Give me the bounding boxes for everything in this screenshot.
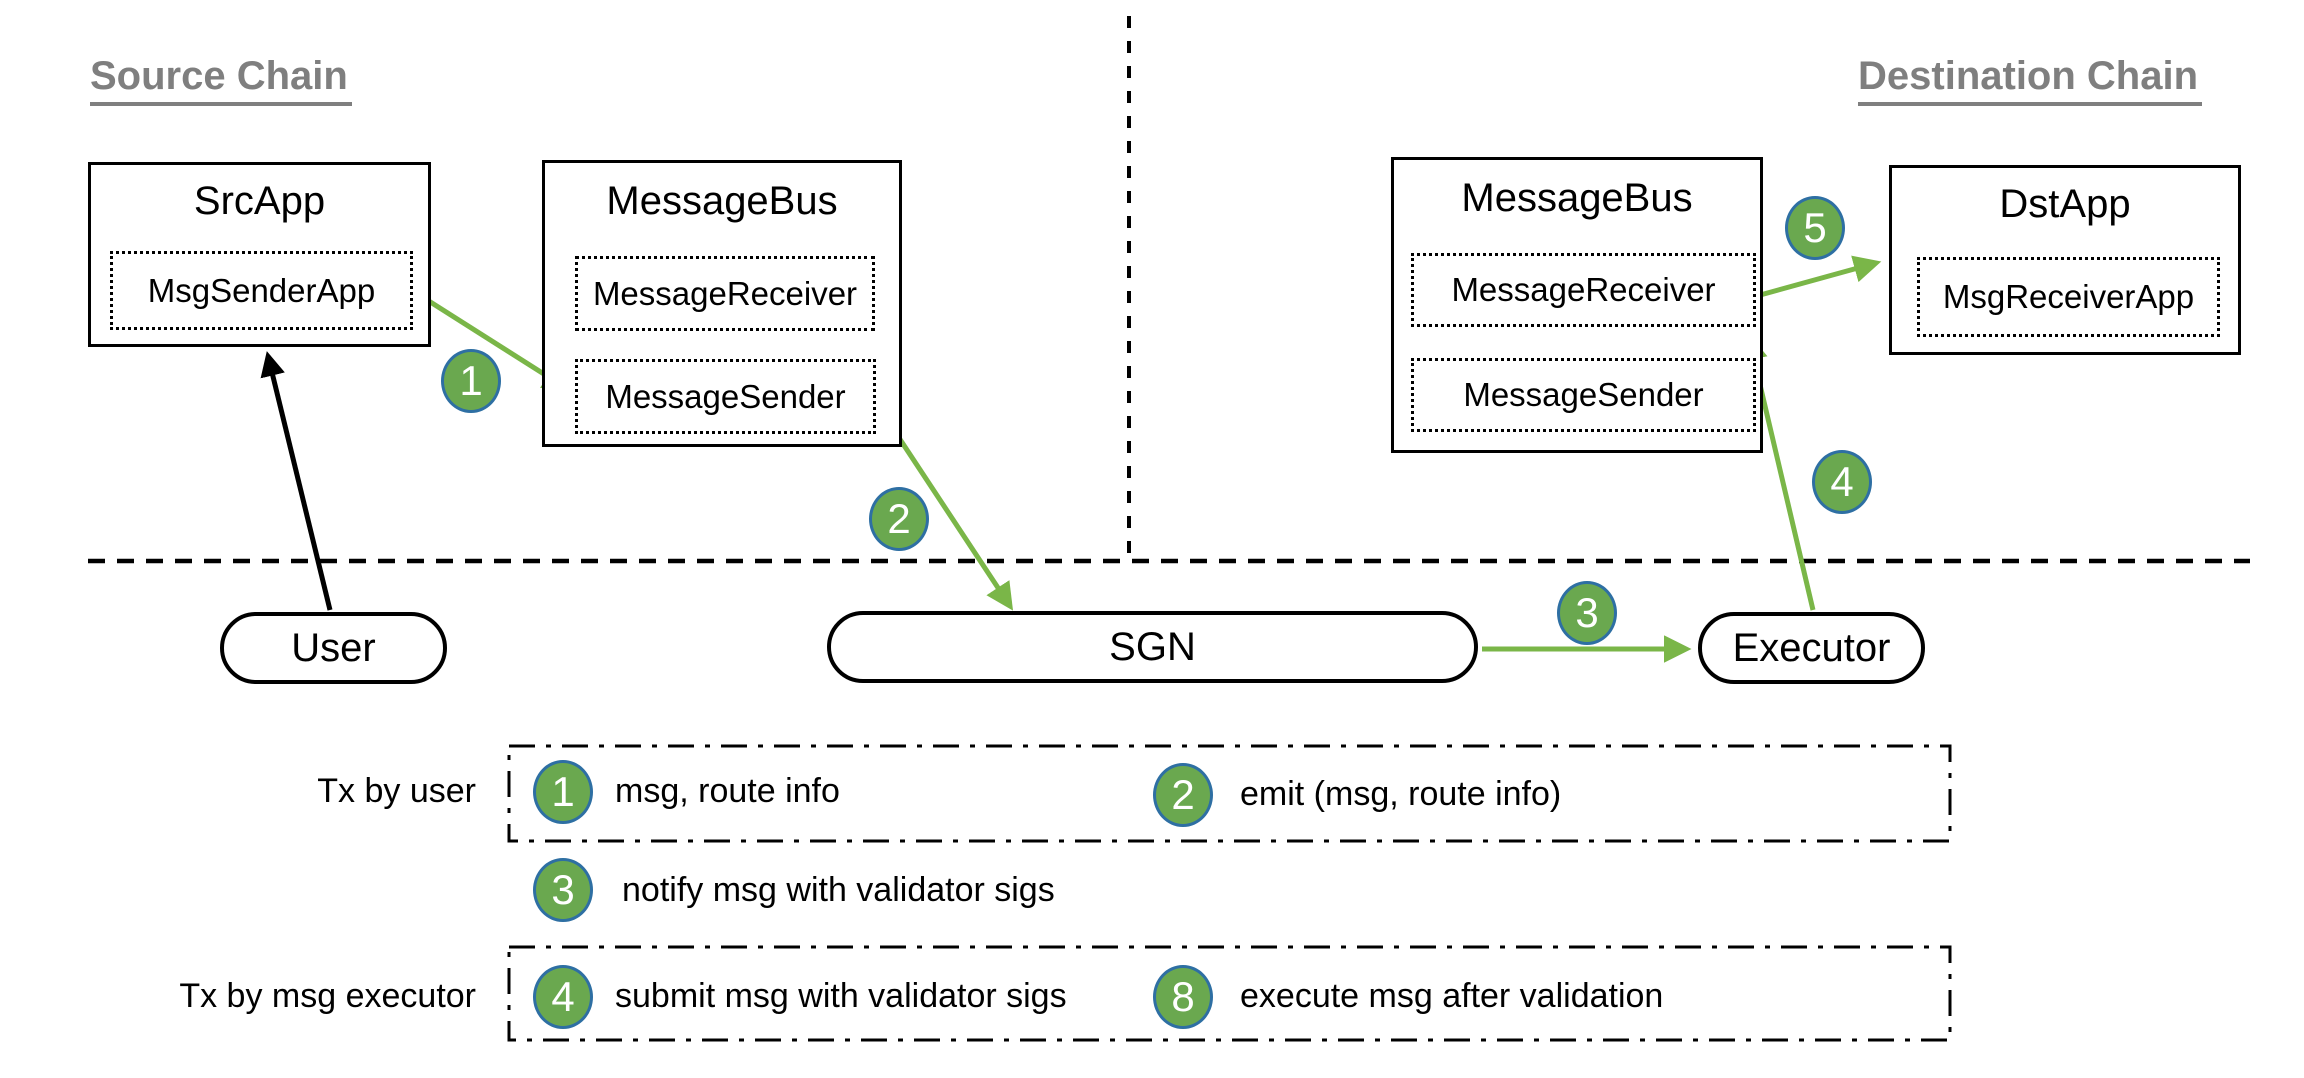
legend-step-marker-2: 2: [1153, 763, 1213, 827]
sgn-pill: SGN: [827, 611, 1478, 683]
legend-item-2-text: emit (msg, route info): [1240, 775, 1562, 813]
step-marker-4: 4: [1812, 450, 1872, 514]
step-marker-2: 2: [869, 487, 929, 551]
user-to-srcapp-arrow: [260, 351, 333, 611]
message-bus-dst-title: MessageBus: [1461, 176, 1693, 220]
executor-pill: Executor: [1698, 612, 1925, 684]
legend-step-marker-8: 8: [1153, 965, 1213, 1029]
user-pill: User: [220, 612, 447, 684]
legend-item-4-text: submit msg with validator sigs: [615, 977, 1067, 1015]
src-app-title: SrcApp: [193, 179, 326, 223]
legend-group2-label: Tx by msg executor: [179, 977, 476, 1015]
legend-step-marker-4: 4: [533, 965, 593, 1029]
message-receiver-dst-box: MessageReceiver: [1411, 253, 1756, 327]
src-app-box: SrcApp MsgSenderApp: [88, 162, 431, 347]
step5-arrow: [1752, 255, 1882, 300]
legend-step-marker-3: 3: [533, 858, 593, 922]
dst-app-title: DstApp: [1999, 182, 2131, 226]
message-bus-src-title: MessageBus: [606, 179, 838, 223]
message-bus-src-box: MessageBus MessageReceiver MessageSender: [542, 160, 902, 447]
legend-group1-label: Tx by user: [317, 772, 476, 810]
step-marker-3: 3: [1557, 581, 1617, 645]
msg-receiver-app-box: MsgReceiverApp: [1917, 257, 2220, 337]
step-marker-1: 1: [441, 349, 501, 413]
message-bus-dst-box: MessageBus MessageReceiver MessageSender: [1391, 157, 1763, 453]
step-marker-5: 5: [1785, 196, 1845, 260]
message-sender-dst-box: MessageSender: [1411, 358, 1756, 432]
message-receiver-src-box: MessageReceiver: [575, 256, 875, 331]
legend-step-marker-1: 1: [533, 760, 593, 824]
message-sender-src-box: MessageSender: [575, 359, 876, 434]
destination-chain-heading: Destination Chain: [1858, 54, 2203, 106]
legend-item-8-text: execute msg after validation: [1240, 977, 1664, 1015]
legend-item-1-text: msg, route info: [615, 772, 840, 810]
dst-app-box: DstApp MsgReceiverApp: [1889, 165, 2241, 355]
source-chain-heading: Source Chain: [90, 54, 352, 106]
legend-item-3-text: notify msg with validator sigs: [622, 871, 1055, 909]
msg-sender-app-box: MsgSenderApp: [110, 251, 413, 330]
